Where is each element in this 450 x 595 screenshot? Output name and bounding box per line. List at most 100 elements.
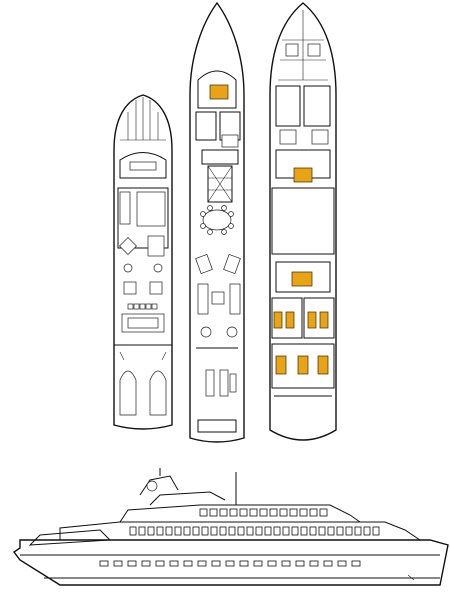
profile-main-windows <box>129 526 380 536</box>
profile-main-window <box>174 526 182 536</box>
deck-plan-upper <box>113 94 173 430</box>
profile-main-deck-house <box>59 521 421 541</box>
profile-upper-window <box>249 508 258 517</box>
profile-upper-window <box>209 508 218 517</box>
profile-hull-porthole <box>211 560 221 567</box>
dining-area <box>200 205 234 235</box>
profile-hull-porthole <box>127 560 137 567</box>
profile-main-window <box>147 526 155 536</box>
profile-upper-window <box>319 508 328 517</box>
swim-platform <box>197 419 237 433</box>
profile-main-window <box>264 526 272 536</box>
profile-main-window <box>228 526 236 536</box>
profile-anchor <box>407 574 415 581</box>
profile-hull-porthole <box>99 560 109 567</box>
crew-quarters <box>275 85 331 145</box>
deck-plan-lower <box>269 2 337 441</box>
profile-upper-windows <box>199 508 328 517</box>
profile-upper-window <box>309 508 318 517</box>
upper-deck-chair <box>153 263 163 273</box>
profile-main-window <box>210 526 218 536</box>
profile-upper-window <box>219 508 228 517</box>
davit-marks <box>119 351 167 361</box>
upper-deck-dining-chairs <box>127 303 158 310</box>
profile-hull-porthole <box>337 560 347 567</box>
profile-upper-window <box>269 508 278 517</box>
upper-deck-wheelhouse <box>119 152 167 179</box>
side-profile <box>12 468 449 586</box>
upper-deck-sofa <box>147 235 165 257</box>
profile-hull-porthole <box>155 560 165 567</box>
profile-tender <box>28 529 112 546</box>
profile-main-window <box>192 526 200 536</box>
profile-hull-porthole <box>113 560 123 567</box>
aft-deck-seating <box>205 369 237 397</box>
helm-console <box>129 161 157 171</box>
upper-deck-saloon <box>117 187 169 249</box>
profile-radome <box>146 480 158 492</box>
tender-right <box>149 370 167 416</box>
profile-main-window <box>237 526 245 536</box>
profile-upper-window <box>199 508 208 517</box>
profile-main-window <box>372 526 380 536</box>
profile-main-window <box>327 526 335 536</box>
profile-hull-porthole <box>183 560 193 567</box>
owners-bed <box>209 84 229 100</box>
main-stair <box>207 165 233 203</box>
profile-main-window <box>201 526 209 536</box>
upper-deck-sunbed <box>123 281 137 295</box>
profile-main-window <box>309 526 317 536</box>
profile-upper-window <box>279 508 288 517</box>
main-saloon <box>195 253 241 338</box>
profile-upper-window <box>289 508 298 517</box>
upper-deck-side-table <box>119 237 137 255</box>
profile-main-window <box>282 526 290 536</box>
guest-cabins-twin <box>271 297 335 339</box>
stair-landing <box>221 134 239 148</box>
profile-upper-deck-house <box>119 504 361 523</box>
upper-deck-table <box>136 191 166 227</box>
profile-main-window <box>255 526 263 536</box>
owners-bathroom <box>195 111 217 141</box>
profile-upper-window <box>229 508 238 517</box>
profile-hull-porthole <box>253 560 263 567</box>
profile-hull-porthole <box>323 560 333 567</box>
lower-deck-hull-outline <box>269 2 337 441</box>
profile-hull-porthole <box>239 560 249 567</box>
profile-hull-porthole <box>295 560 305 567</box>
vip-cabin <box>275 261 331 293</box>
profile-radar-arch <box>139 475 179 496</box>
profile-hull-porthole <box>197 560 207 567</box>
profile-main-window <box>138 526 146 536</box>
main-lobby <box>201 149 239 165</box>
profile-hull-porthole <box>309 560 319 567</box>
upper-deck-bow-hatching <box>120 97 166 141</box>
profile-main-window <box>300 526 308 536</box>
profile-mast <box>159 468 237 505</box>
profile-upper-window <box>259 508 268 517</box>
profile-hull-porthole <box>351 560 361 567</box>
crew-bed <box>293 167 313 183</box>
profile-main-window <box>363 526 371 536</box>
profile-hull-porthole <box>267 560 277 567</box>
guest-cabins-aft <box>271 343 335 389</box>
upper-deck-sunbed <box>149 281 163 295</box>
profile-main-window <box>318 526 326 536</box>
profile-main-window <box>345 526 353 536</box>
profile-main-window <box>246 526 254 536</box>
profile-wheelhouse <box>149 491 226 506</box>
tender-left <box>119 370 137 416</box>
profile-upper-window <box>299 508 308 517</box>
profile-main-window <box>336 526 344 536</box>
profile-hull-porthole <box>225 560 235 567</box>
crew-forepeak <box>278 10 328 81</box>
profile-main-window <box>156 526 164 536</box>
profile-hull-porthole <box>281 560 291 567</box>
profile-upper-window <box>239 508 248 517</box>
profile-main-window <box>165 526 173 536</box>
profile-main-window <box>291 526 299 536</box>
profile-main-window <box>219 526 227 536</box>
profile-main-window <box>273 526 281 536</box>
